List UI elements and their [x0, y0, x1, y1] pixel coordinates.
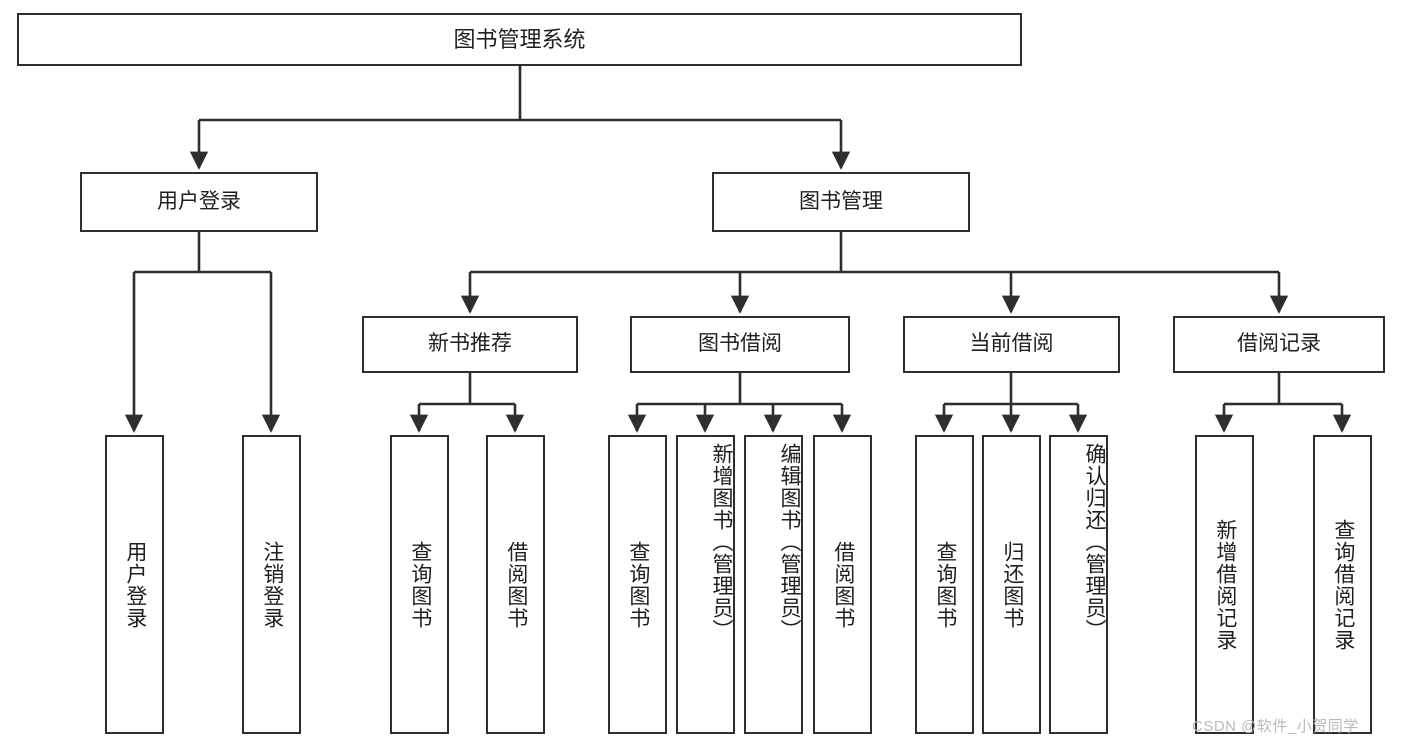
leaf-query-borrow-record[interactable]: 查询借阅记录 — [1313, 435, 1372, 734]
csdn-watermark: CSDN @软件_小贺同学 — [1192, 718, 1359, 735]
leaf-confirm-return-admin[interactable]: 确认归还（管理员） — [1049, 435, 1108, 734]
node-root-system[interactable]: 图书管理系统 — [17, 13, 1022, 66]
node-new-book-recommend[interactable]: 新书推荐 — [362, 316, 578, 373]
leaf-logout[interactable]: 注销登录 — [242, 435, 301, 734]
leaf-user-login[interactable]: 用户登录 — [105, 435, 164, 734]
leaf-query-book-borrow[interactable]: 查询图书 — [608, 435, 667, 734]
leaf-add-book-admin[interactable]: 新增图书（管理员） — [676, 435, 735, 734]
node-current-borrow[interactable]: 当前借阅 — [903, 316, 1120, 373]
node-book-manage[interactable]: 图书管理 — [712, 172, 970, 232]
leaf-return-book[interactable]: 归还图书 — [982, 435, 1041, 734]
leaf-edit-book-admin[interactable]: 编辑图书（管理员） — [744, 435, 803, 734]
leaf-query-book-current[interactable]: 查询图书 — [915, 435, 974, 734]
node-borrow-record[interactable]: 借阅记录 — [1173, 316, 1385, 373]
node-book-borrow[interactable]: 图书借阅 — [630, 316, 850, 373]
leaf-borrow-book[interactable]: 借阅图书 — [813, 435, 872, 734]
leaf-query-book-new[interactable]: 查询图书 — [390, 435, 449, 734]
leaf-borrow-book-new[interactable]: 借阅图书 — [486, 435, 545, 734]
leaf-add-borrow-record[interactable]: 新增借阅记录 — [1195, 435, 1254, 734]
node-user-login[interactable]: 用户登录 — [80, 172, 318, 232]
